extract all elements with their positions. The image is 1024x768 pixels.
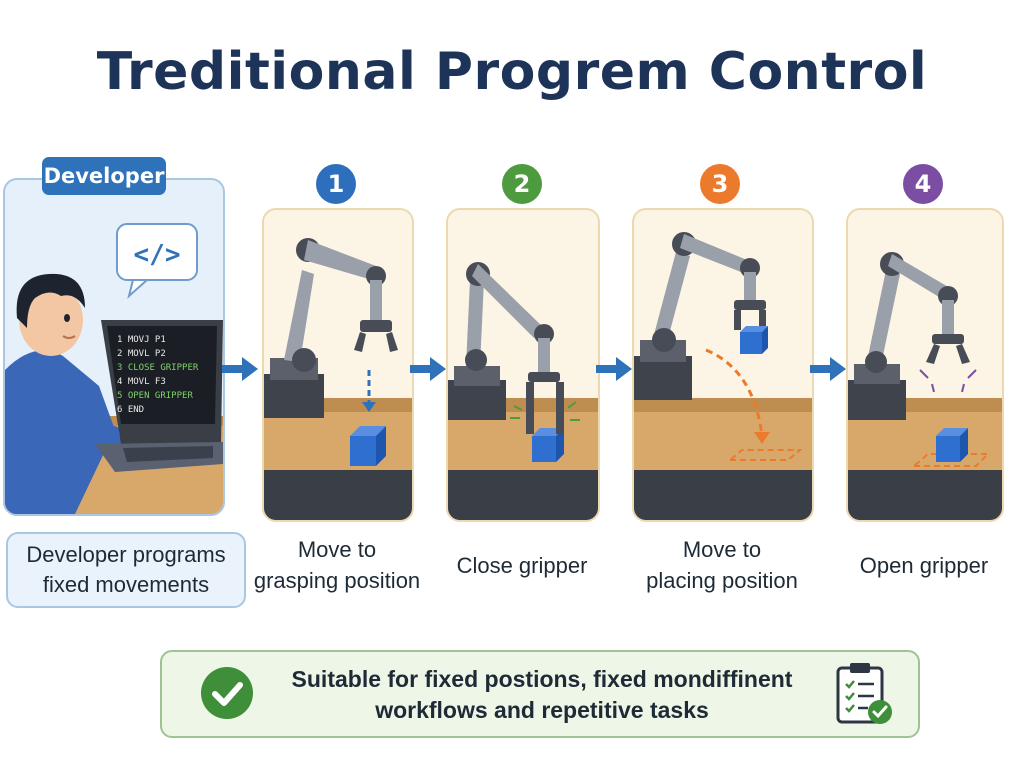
- arrow-right-icon: [222, 357, 258, 381]
- checklist-clipboard-icon: [836, 663, 892, 724]
- caption-line-2: fixed movements: [42, 572, 210, 597]
- step-4-panel: [846, 208, 1004, 522]
- step-3-label-line-1: Move to: [682, 537, 762, 562]
- robot-arm-icon: [634, 232, 812, 520]
- step-2-panel: [446, 208, 600, 522]
- code-line: 6 END: [117, 405, 144, 415]
- summary-line-2: workflows and repetitive tasks: [375, 697, 709, 724]
- arrow-right-icon: [810, 357, 846, 381]
- step-2-label: Close gripper: [446, 551, 598, 582]
- step-1-number: 1: [316, 164, 356, 204]
- check-circle-icon: [201, 667, 253, 719]
- step-1-panel: [262, 208, 414, 522]
- robot-arm-icon: [264, 238, 412, 520]
- page-title: Treditional Progrem Control: [96, 42, 928, 102]
- step-4-number: 4: [903, 164, 943, 204]
- step-2-number: 2: [502, 164, 542, 204]
- code-line: 4 MOVL F3: [117, 377, 166, 387]
- robot-arm-icon: [448, 262, 598, 520]
- step-2-label-line-1: Close gripper: [456, 553, 588, 578]
- step-1-label: Move to grasping position: [244, 535, 430, 597]
- code-icon: </>: [134, 240, 181, 270]
- code-line: 3 CLOSE GRIPPER: [117, 363, 199, 373]
- summary-line-1: Suitable for fixed postions, fixed mondi…: [291, 666, 793, 692]
- code-line: 1 MOVJ P1: [117, 335, 166, 345]
- summary-text: Suitable for fixed postions, fixed mondi…: [282, 664, 802, 726]
- step-3-panel: [632, 208, 814, 522]
- developer-panel: </> 1 MOVJ P1 2 MOVL P2 3 CLOSE GRIPPER …: [3, 178, 225, 516]
- developer-illustration: </> 1 MOVJ P1 2 MOVL P2 3 CLOSE GRIPPER …: [5, 223, 223, 514]
- step-3-number: 3: [700, 164, 740, 204]
- step-3-label-line-2: placing position: [646, 567, 798, 593]
- summary-box: Suitable for fixed postions, fixed mondi…: [160, 650, 920, 738]
- step-1-label-line-1: Move to: [297, 537, 377, 562]
- step-4-label-line-1: Open gripper: [859, 553, 989, 578]
- caption-line-1: Developer programs: [26, 542, 226, 568]
- code-line: 2 MOVL P2: [117, 349, 166, 359]
- developer-caption: Developer programs fixed movements: [6, 532, 246, 608]
- step-4-label: Open gripper: [840, 551, 1008, 582]
- robot-arm-icon: [848, 252, 1002, 520]
- code-line: 5 OPEN GRIPPER: [117, 391, 193, 401]
- step-3-label: Move to placing position: [630, 535, 814, 597]
- arrow-right-icon: [596, 357, 632, 381]
- developer-badge: Developer: [42, 157, 166, 195]
- arrow-right-icon: [410, 357, 446, 381]
- step-1-label-line-2: grasping position: [253, 567, 421, 593]
